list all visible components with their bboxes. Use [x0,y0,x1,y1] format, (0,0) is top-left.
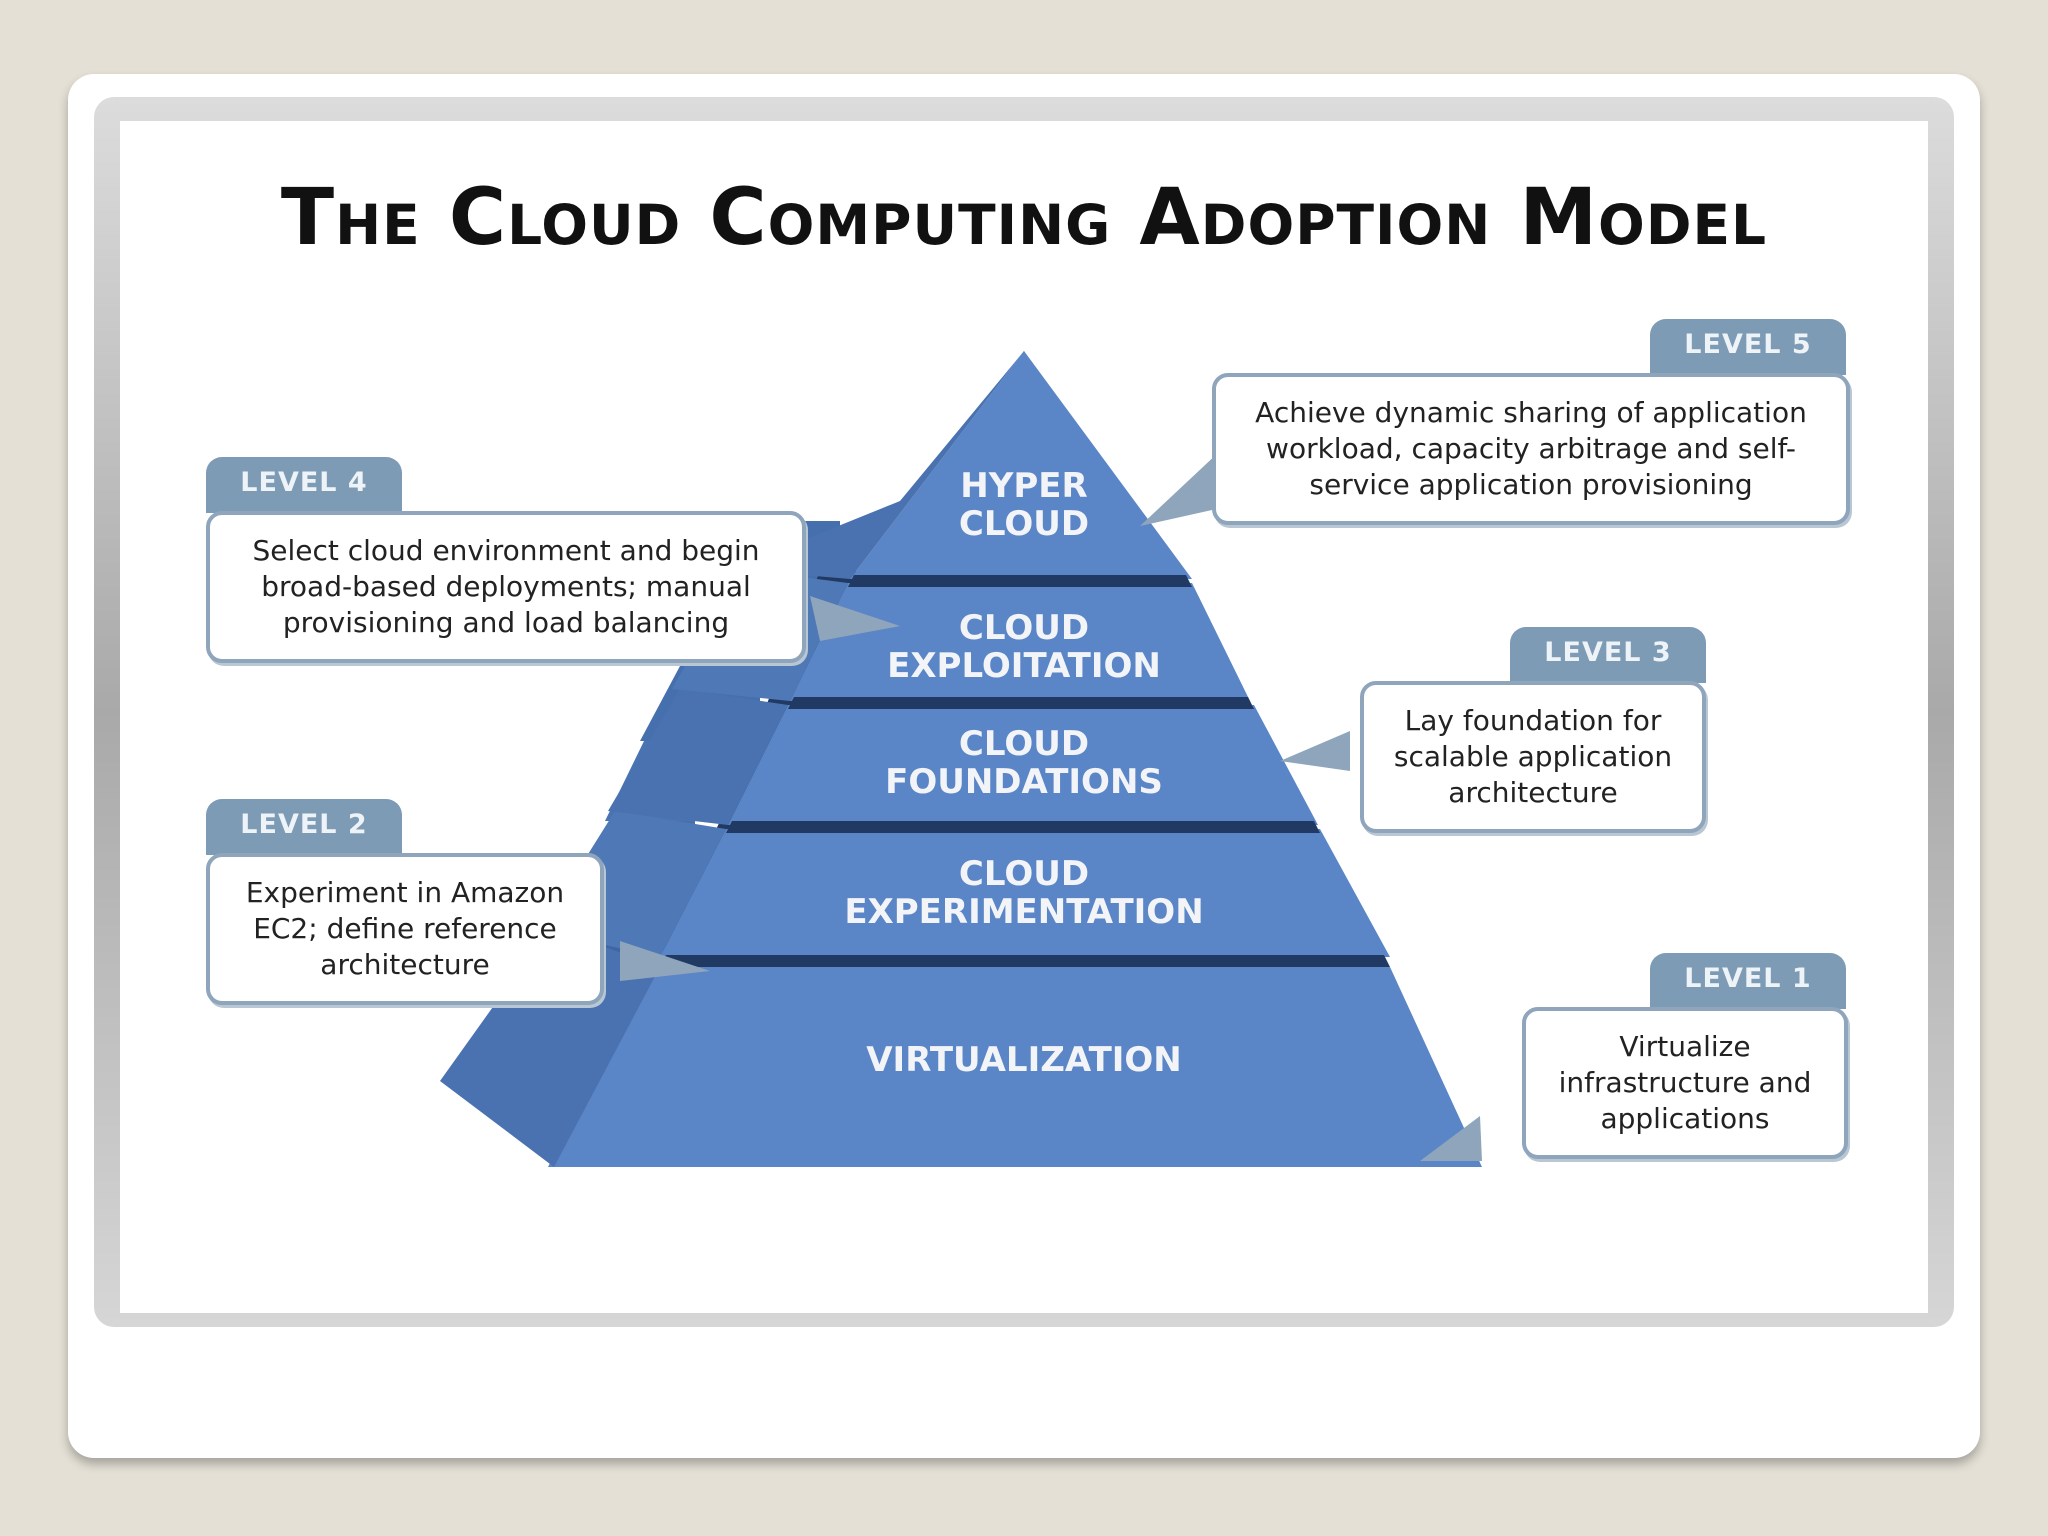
tier-separator [848,575,1192,587]
tier-label-exploitation-1: CLOUD [959,608,1089,648]
level1-tab: LEVEL 1 [1650,953,1846,1009]
tier-label-foundations-1: CLOUD [959,724,1089,764]
tier-label-exploitation-2: EXPLOITATION [887,646,1161,686]
tier-label-hyper-cloud-2: CLOUD [959,504,1089,544]
diagram-canvas: The Cloud Computing Adoption Model [120,121,1928,1313]
tier-separator [726,821,1320,833]
pointer-level3 [1280,731,1350,771]
level5-callout: Achieve dynamic sharing of application w… [1212,373,1850,525]
level3-callout: Lay foundation for scalable application … [1360,681,1706,833]
tier-label-foundations-2: FOUNDATIONS [885,762,1163,802]
level3-tab: LEVEL 3 [1510,627,1706,683]
tier-label-hyper-cloud-1: HYPER [960,466,1087,506]
tier-label-experimentation-1: CLOUD [959,854,1089,894]
tier-label-experimentation-2: EXPERIMENTATION [844,892,1203,932]
tier-separator [788,697,1254,709]
level5-tab: LEVEL 5 [1650,319,1846,375]
level4-callout: Select cloud environment and begin broad… [206,511,806,663]
level1-callout: Virtualize infrastructure and applicatio… [1522,1007,1848,1159]
tier-separator [660,955,1390,967]
level4-tab: LEVEL 4 [206,457,402,513]
tier-label-virtualization: VIRTUALIZATION [866,1040,1182,1080]
level2-tab: LEVEL 2 [206,799,402,855]
level2-callout: Experiment in Amazon EC2; define referen… [206,853,604,1005]
pyramid-front-face-top [850,351,1192,579]
